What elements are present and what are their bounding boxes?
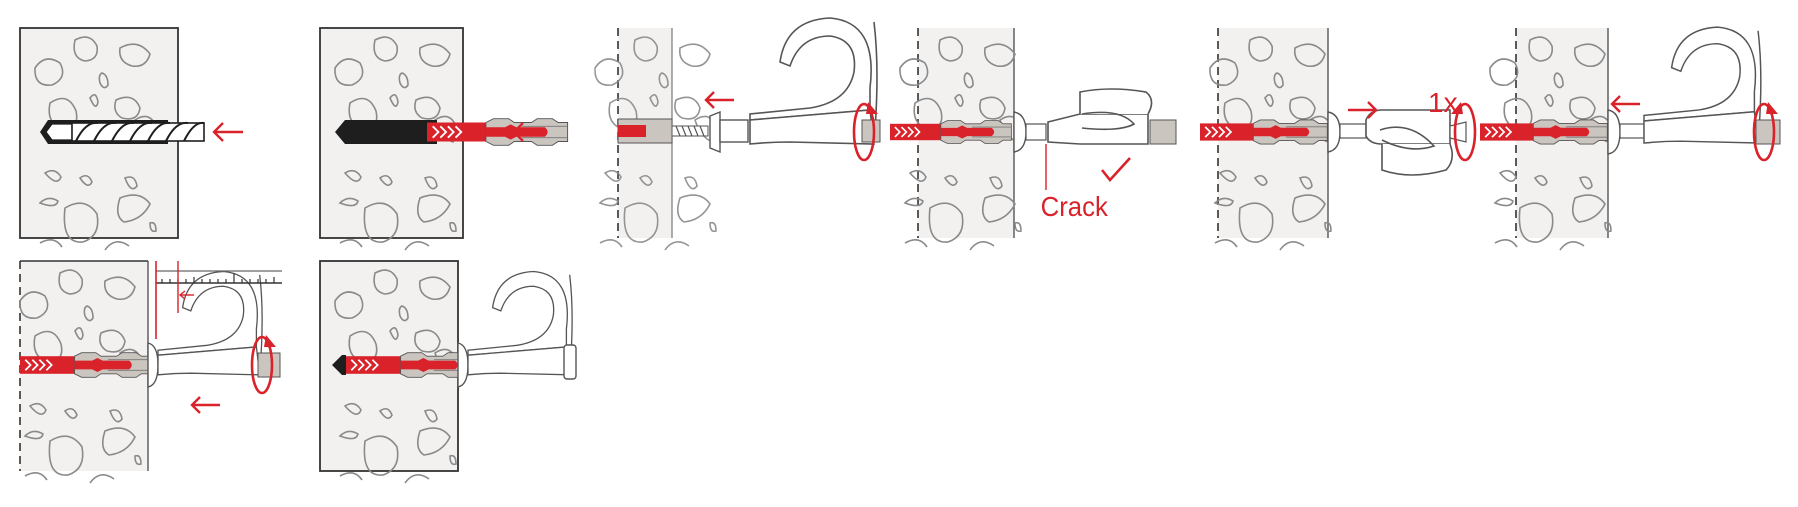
wall-plug-icon [345, 351, 478, 379]
tighten-illustration [1479, 26, 1781, 251]
right-arrow-icon [1348, 101, 1378, 119]
hook-icon [157, 270, 263, 376]
washer [457, 342, 469, 388]
step-1-drill-hole [10, 20, 280, 251]
adjust-illustration [19, 260, 282, 484]
washer [1607, 109, 1621, 155]
hook-icon [1047, 88, 1153, 145]
washer [1013, 111, 1027, 153]
washer [709, 110, 721, 154]
ruler-icon [155, 261, 282, 339]
dowel-insert-illustration [319, 27, 569, 251]
screw-thread-icon [671, 125, 709, 137]
once-label: 1x [1428, 87, 1458, 118]
step-7-adjust-distance [10, 253, 282, 484]
wall-plug-icon [1199, 119, 1329, 145]
hook-screw-illustration [610, 17, 881, 250]
step-3-screw-in-hook [610, 17, 881, 250]
turn-back-illustration: 1x [1199, 28, 1477, 251]
washer [147, 342, 159, 388]
rotate-counterclockwise-icon [1451, 102, 1477, 162]
step-8-final-mounted-hook [310, 253, 580, 484]
step-6-tighten-to-wall [1479, 20, 1781, 251]
hook-icon [1643, 26, 1762, 144]
end-cap [563, 344, 577, 380]
step-2-insert-dowel [310, 20, 580, 251]
checkmark-icon [1100, 157, 1131, 183]
wall-plug-icon [889, 119, 1013, 145]
wall-plug-icon [19, 351, 152, 379]
hook-icon [749, 17, 878, 145]
hook-icon [467, 270, 573, 376]
wall-plug-icon [426, 117, 569, 147]
left-arrow-icon [704, 91, 734, 109]
drill-hole [335, 120, 437, 144]
crack-illustration: Crack [889, 28, 1177, 251]
hook-icon [1365, 109, 1454, 176]
drill-illustration [19, 27, 243, 251]
final-illustration [319, 260, 577, 484]
left-arrow-icon [1610, 95, 1640, 113]
step-5-turn-back-once: 1x [1199, 20, 1480, 251]
left-arrow-icon [212, 122, 243, 142]
washer [1327, 111, 1341, 153]
crack-label: Crack [1041, 191, 1109, 222]
left-arrow-icon [512, 122, 543, 142]
wall-plug-icon [1479, 119, 1609, 145]
left-arrow-icon [190, 396, 220, 414]
step-4-tighten-until-crack: Crack [889, 20, 1180, 251]
drill-bit-icon [40, 120, 205, 144]
